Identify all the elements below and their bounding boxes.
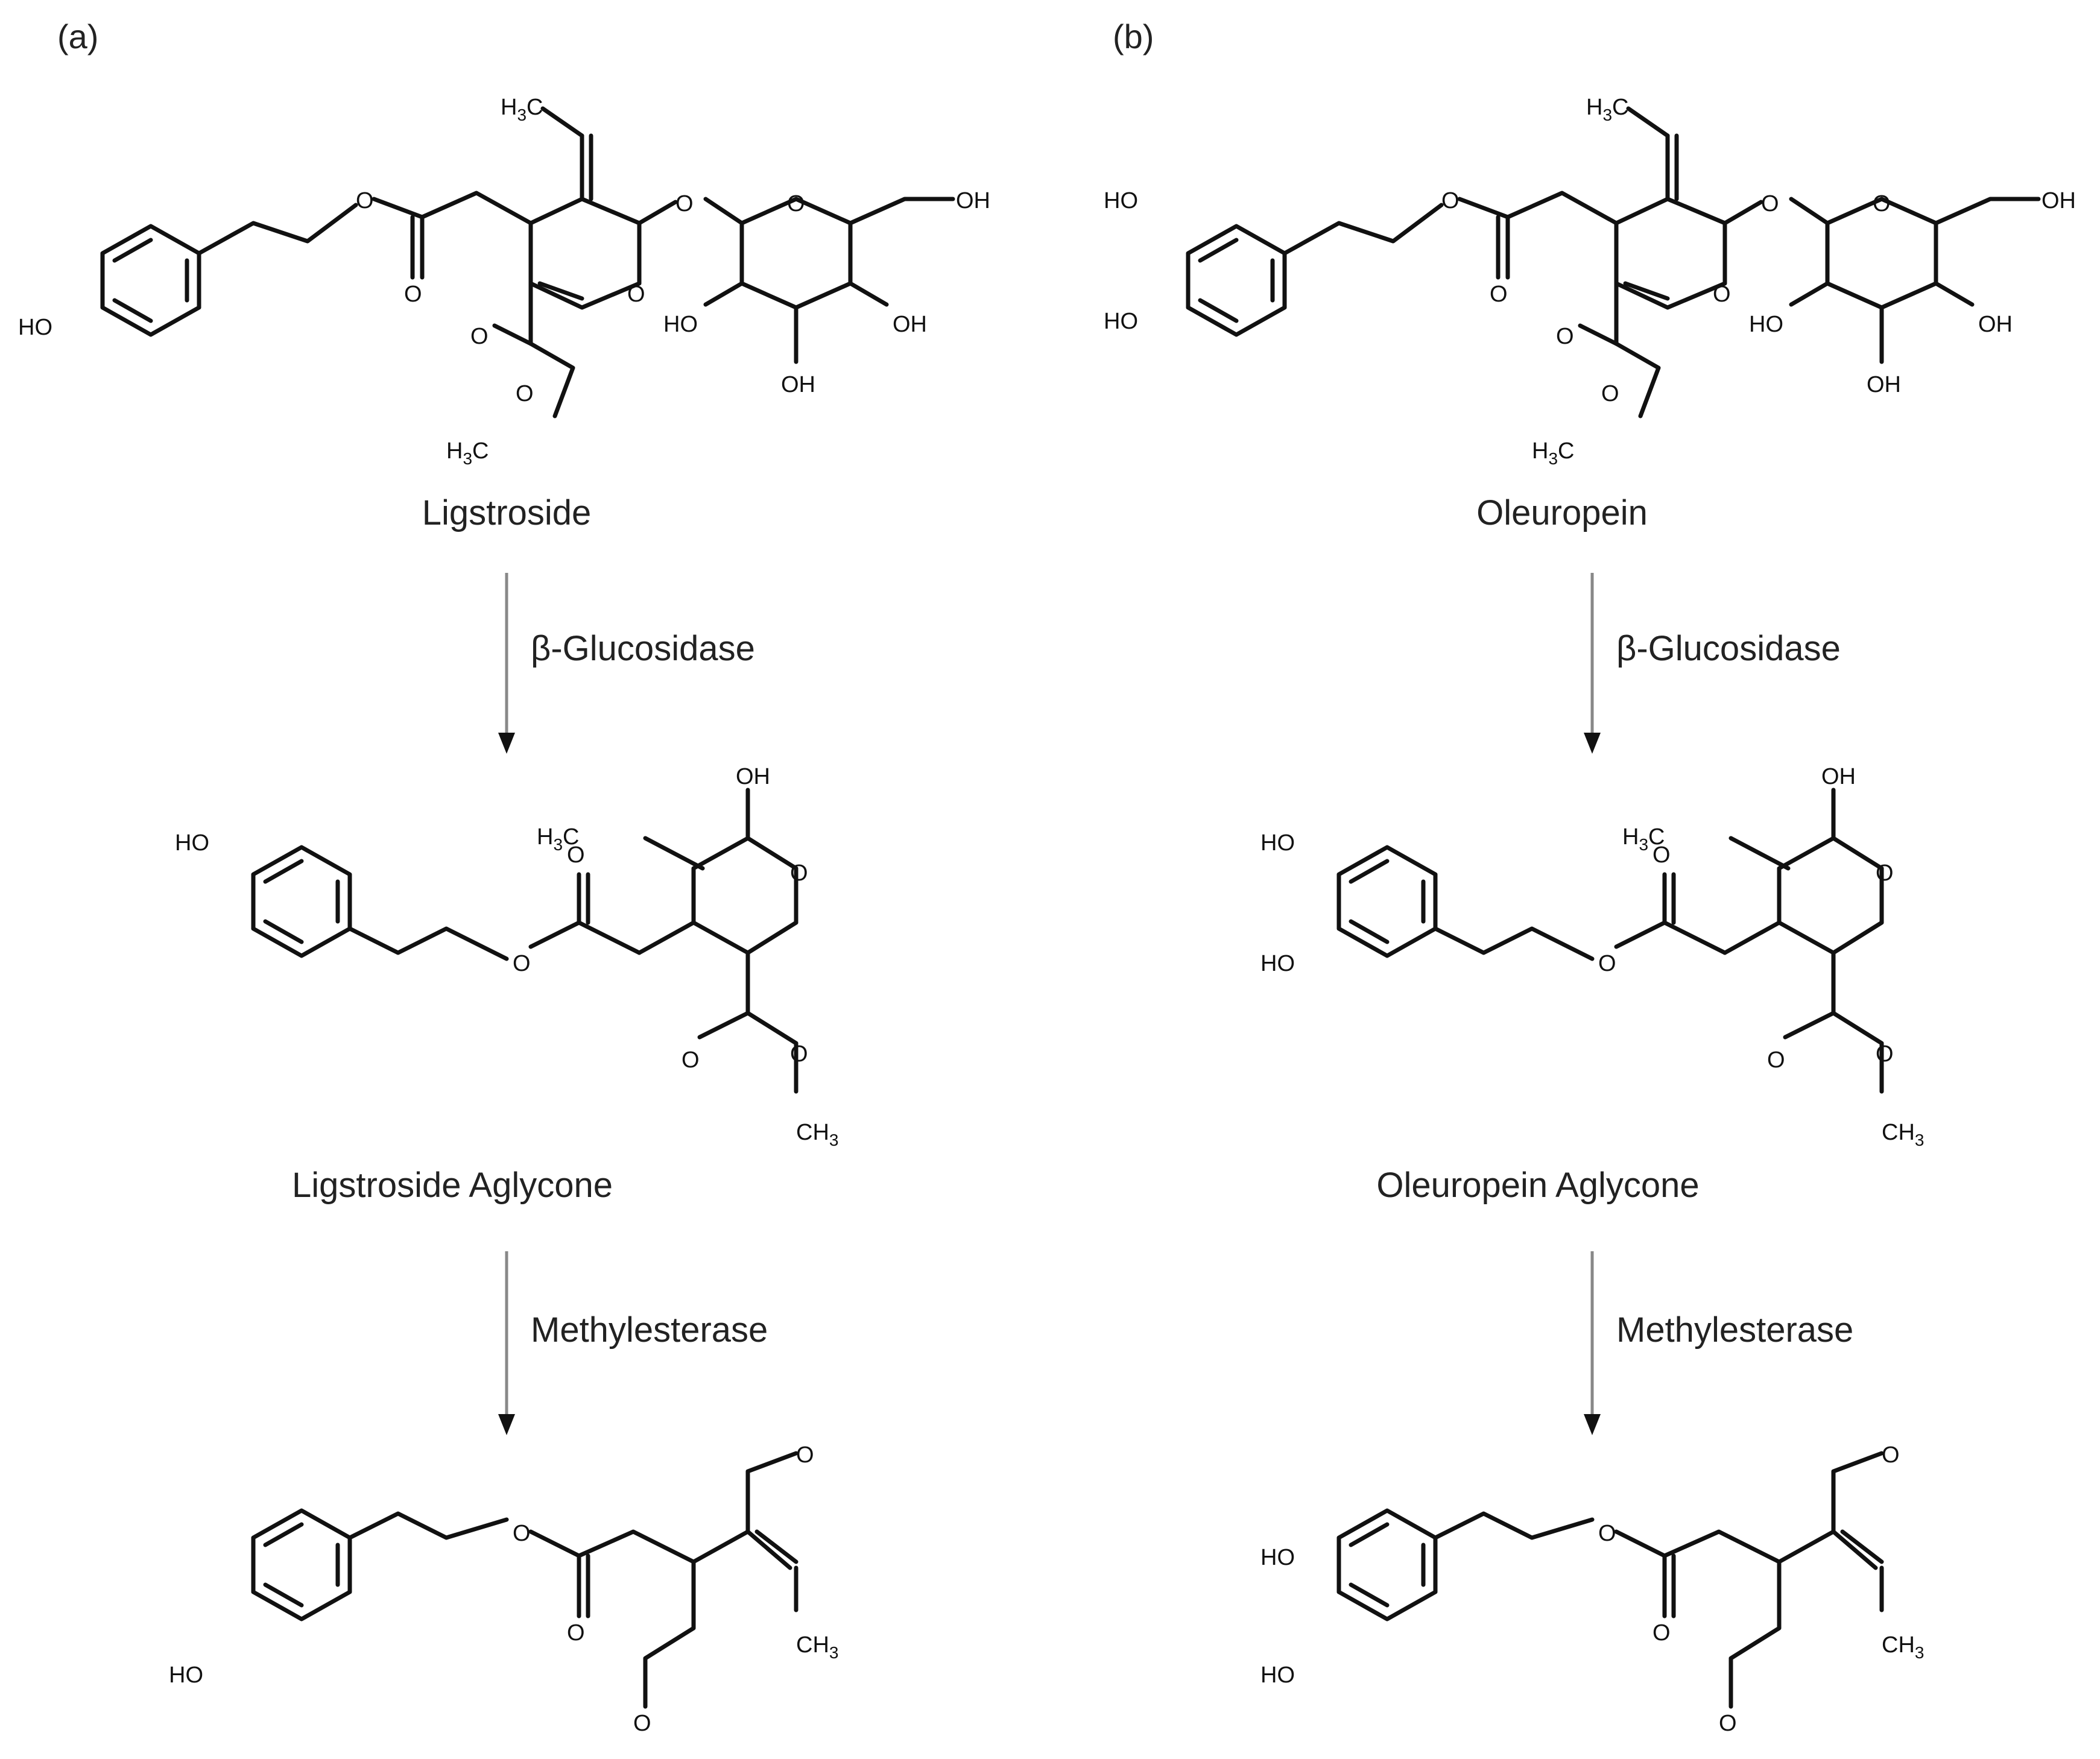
ligstroside-aglycone-structure: HO O O O OH O O CH3 H3C xyxy=(175,764,838,1149)
atom-label: O xyxy=(513,1521,531,1546)
enzyme-label: Methylesterase xyxy=(1616,1310,1853,1350)
oleuropein-structure: HO HO O O O O O OH HO OH OH O O H3C H3C xyxy=(1104,95,2076,468)
atom-label: O xyxy=(1761,191,1779,216)
arrow-head xyxy=(1584,1414,1601,1435)
enzyme-label: β-Glucosidase xyxy=(1616,629,1841,668)
atom-label: O xyxy=(1598,951,1616,976)
atom-label: O xyxy=(1876,1041,1894,1067)
compound-name: Oleuropein Aglycone xyxy=(1376,1166,1699,1205)
atom-label: O xyxy=(790,1041,808,1067)
atom-label: OH xyxy=(736,764,770,789)
atom-label: O xyxy=(675,191,694,216)
compound-name: Oleuropein xyxy=(1476,493,1648,532)
atom-label: OH xyxy=(893,312,927,337)
atom-label: O xyxy=(1490,282,1508,307)
enzyme-label: Methylesterase xyxy=(531,1310,768,1350)
atom-label: O xyxy=(787,191,805,216)
atom-label: CH3 xyxy=(1882,1120,1924,1149)
atom-label: HO xyxy=(175,830,209,856)
compound-name: Ligstroside Aglycone xyxy=(292,1166,613,1205)
atom-label: HO xyxy=(1749,312,1783,337)
atom-label: CH3 xyxy=(796,1632,838,1662)
ligstroside-structure: HO O O O O O OH HO OH OH O O H3C H3C xyxy=(18,95,990,468)
ligstroside-dialdehyde-structure: HO O O O O CH3 xyxy=(169,1442,838,1736)
atom-label: O xyxy=(1713,282,1731,307)
atom-label: O xyxy=(516,381,534,406)
atom-label: HO xyxy=(1260,951,1295,976)
atom-label: O xyxy=(1876,861,1894,886)
atom-label: HO xyxy=(1104,309,1138,334)
atom-label: CH3 xyxy=(1882,1632,1924,1662)
atom-label: O xyxy=(567,1620,585,1646)
atom-label: HO xyxy=(1104,188,1138,213)
atom-label: HO xyxy=(1260,1545,1295,1570)
atom-label: H3C xyxy=(1622,824,1665,854)
atom-label: O xyxy=(1652,842,1671,868)
atom-label: OH xyxy=(2041,188,2076,213)
panel-a-label: (a) xyxy=(57,17,98,55)
panel-b: (b) HO HO O O O O O OH HO OH OH O O H3C … xyxy=(1104,17,2076,1736)
atom-label: O xyxy=(1882,1442,1900,1468)
oleuropein-aglycone-structure: HO HO O O O OH O O CH3 H3C xyxy=(1260,764,1924,1149)
atom-label: O xyxy=(1556,324,1574,349)
atom-label: OH xyxy=(1867,372,1901,397)
atom-label: OH xyxy=(1978,312,2013,337)
atom-label: O xyxy=(513,951,531,976)
atom-label: O xyxy=(1652,1620,1671,1646)
atom-label: O xyxy=(796,1442,814,1468)
arrow-head xyxy=(498,1414,515,1435)
arrow-head xyxy=(498,733,515,754)
atom-label: O xyxy=(404,282,422,307)
atom-label: O xyxy=(790,861,808,886)
atom-label: HO xyxy=(663,312,698,337)
atom-label: O xyxy=(1601,381,1619,406)
atom-label: H3C xyxy=(537,824,579,854)
panel-a: (a) HO O O O O O OH HO OH OH O O H3C H3C… xyxy=(18,17,990,1736)
atom-label: OH xyxy=(781,372,815,397)
atom-label: O xyxy=(633,1711,651,1736)
atom-label: O xyxy=(1767,1047,1785,1073)
atom-label: O xyxy=(682,1047,700,1073)
atom-label: O xyxy=(1719,1711,1737,1736)
atom-label: O xyxy=(1873,191,1891,216)
arrow-head xyxy=(1584,733,1601,754)
atom-label: HO xyxy=(1260,1663,1295,1688)
atom-label: HO xyxy=(1260,830,1295,856)
atom-label: HO xyxy=(169,1663,203,1688)
atom-label: H3C xyxy=(1586,95,1628,124)
atom-label: H3C xyxy=(446,438,489,468)
compound-name: Ligstroside xyxy=(422,493,591,532)
atom-label: OH xyxy=(956,188,990,213)
atom-label: HO xyxy=(18,315,52,340)
atom-label: O xyxy=(1441,188,1460,213)
enzyme-label: β-Glucosidase xyxy=(531,629,755,668)
atom-label: H3C xyxy=(501,95,543,124)
atom-label: CH3 xyxy=(796,1120,838,1149)
atom-label: O xyxy=(356,188,374,213)
oleuropein-dialdehyde-structure: HO HO O O O O CH3 xyxy=(1260,1442,1924,1736)
atom-label: O xyxy=(567,842,585,868)
atom-label: H3C xyxy=(1532,438,1574,468)
atom-label: OH xyxy=(1821,764,1856,789)
panel-b-label: (b) xyxy=(1113,17,1154,55)
atom-label: O xyxy=(470,324,489,349)
atom-label: O xyxy=(1598,1521,1616,1546)
atom-label: O xyxy=(627,282,645,307)
